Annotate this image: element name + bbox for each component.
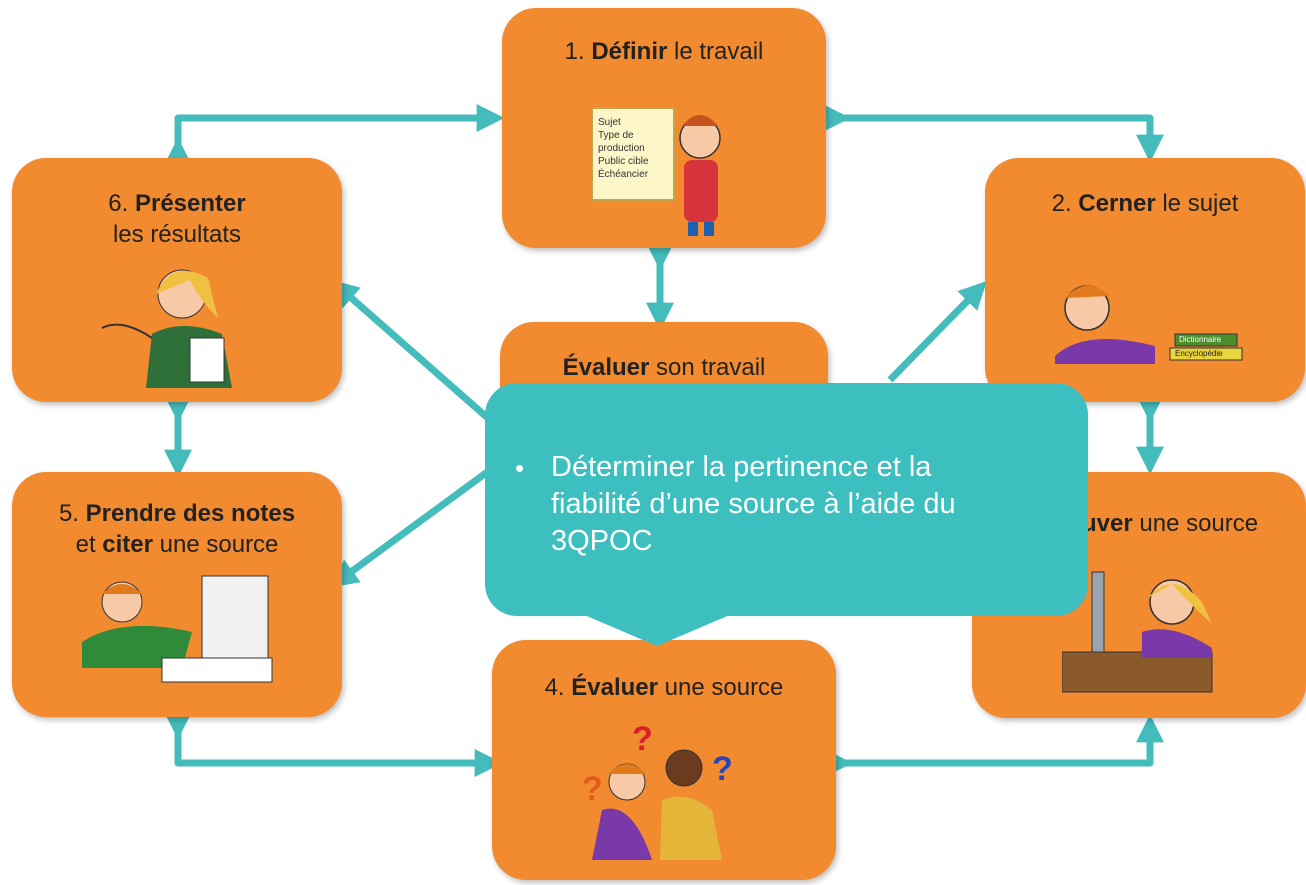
boy-writing-at-computer-illustration <box>72 572 292 692</box>
step-6-box: 6. Présenter les résultats <box>12 158 342 402</box>
step-1-box: 1. Définir le travail Sujet Type de prod… <box>502 8 826 248</box>
arrow-1-2 <box>822 104 1164 163</box>
step-5-title: 5. Prendre des notes et citer une source <box>58 500 296 558</box>
callout-bullet: • <box>515 453 525 483</box>
student-reading-books-illustration: Dictionnaire Encyclopédie <box>1045 268 1265 378</box>
presenter-girl-illustration <box>82 258 282 398</box>
arrow-center-5 <box>329 467 493 588</box>
girl-at-computer-illustration <box>1061 562 1262 702</box>
book-label-2: Encyclopédie <box>1175 349 1223 358</box>
callout-pointer <box>582 614 732 646</box>
step-4-title: 4. Évaluer une source <box>544 674 784 701</box>
arrow-center-2 <box>887 280 987 383</box>
arrow-4-3 <box>824 714 1164 777</box>
arrow-5-4 <box>164 711 503 777</box>
step-6-title: 6. Présenter les résultats <box>108 190 246 248</box>
arrow-center-6 <box>330 279 493 423</box>
svg-text:?: ? <box>712 750 733 788</box>
callout-text: Déterminer la pertinence et la fiabilité… <box>551 451 956 557</box>
confused-students-illustration: ? ? ? <box>572 720 762 870</box>
self-evaluation-title: Évaluer son travail <box>562 354 766 381</box>
svg-text:?: ? <box>632 720 653 758</box>
step-5-box: 5. Prendre des notes et citer une source <box>12 472 342 717</box>
board-text: Sujet Type de production Public cible Éc… <box>598 117 649 180</box>
step-3-title: uver une source <box>1082 510 1259 537</box>
step-2-box: 2. Cerner le sujet Dictionnaire Encyclop… <box>985 158 1305 402</box>
step-1-title: 1. Définir le travail <box>564 38 764 65</box>
callout-bubble: • Déterminer la pertinence et la fiabili… <box>485 383 1088 616</box>
step-4-box: 4. Évaluer une source ? ? ? <box>492 640 836 880</box>
teacher-with-board-illustration: Sujet Type de production Public cible Éc… <box>591 88 742 238</box>
book-label-1: Dictionnaire <box>1179 335 1222 344</box>
svg-text:?: ? <box>582 770 603 808</box>
arrow-6-1 <box>164 104 505 166</box>
step-2-title: 2. Cerner le sujet <box>1051 190 1239 217</box>
